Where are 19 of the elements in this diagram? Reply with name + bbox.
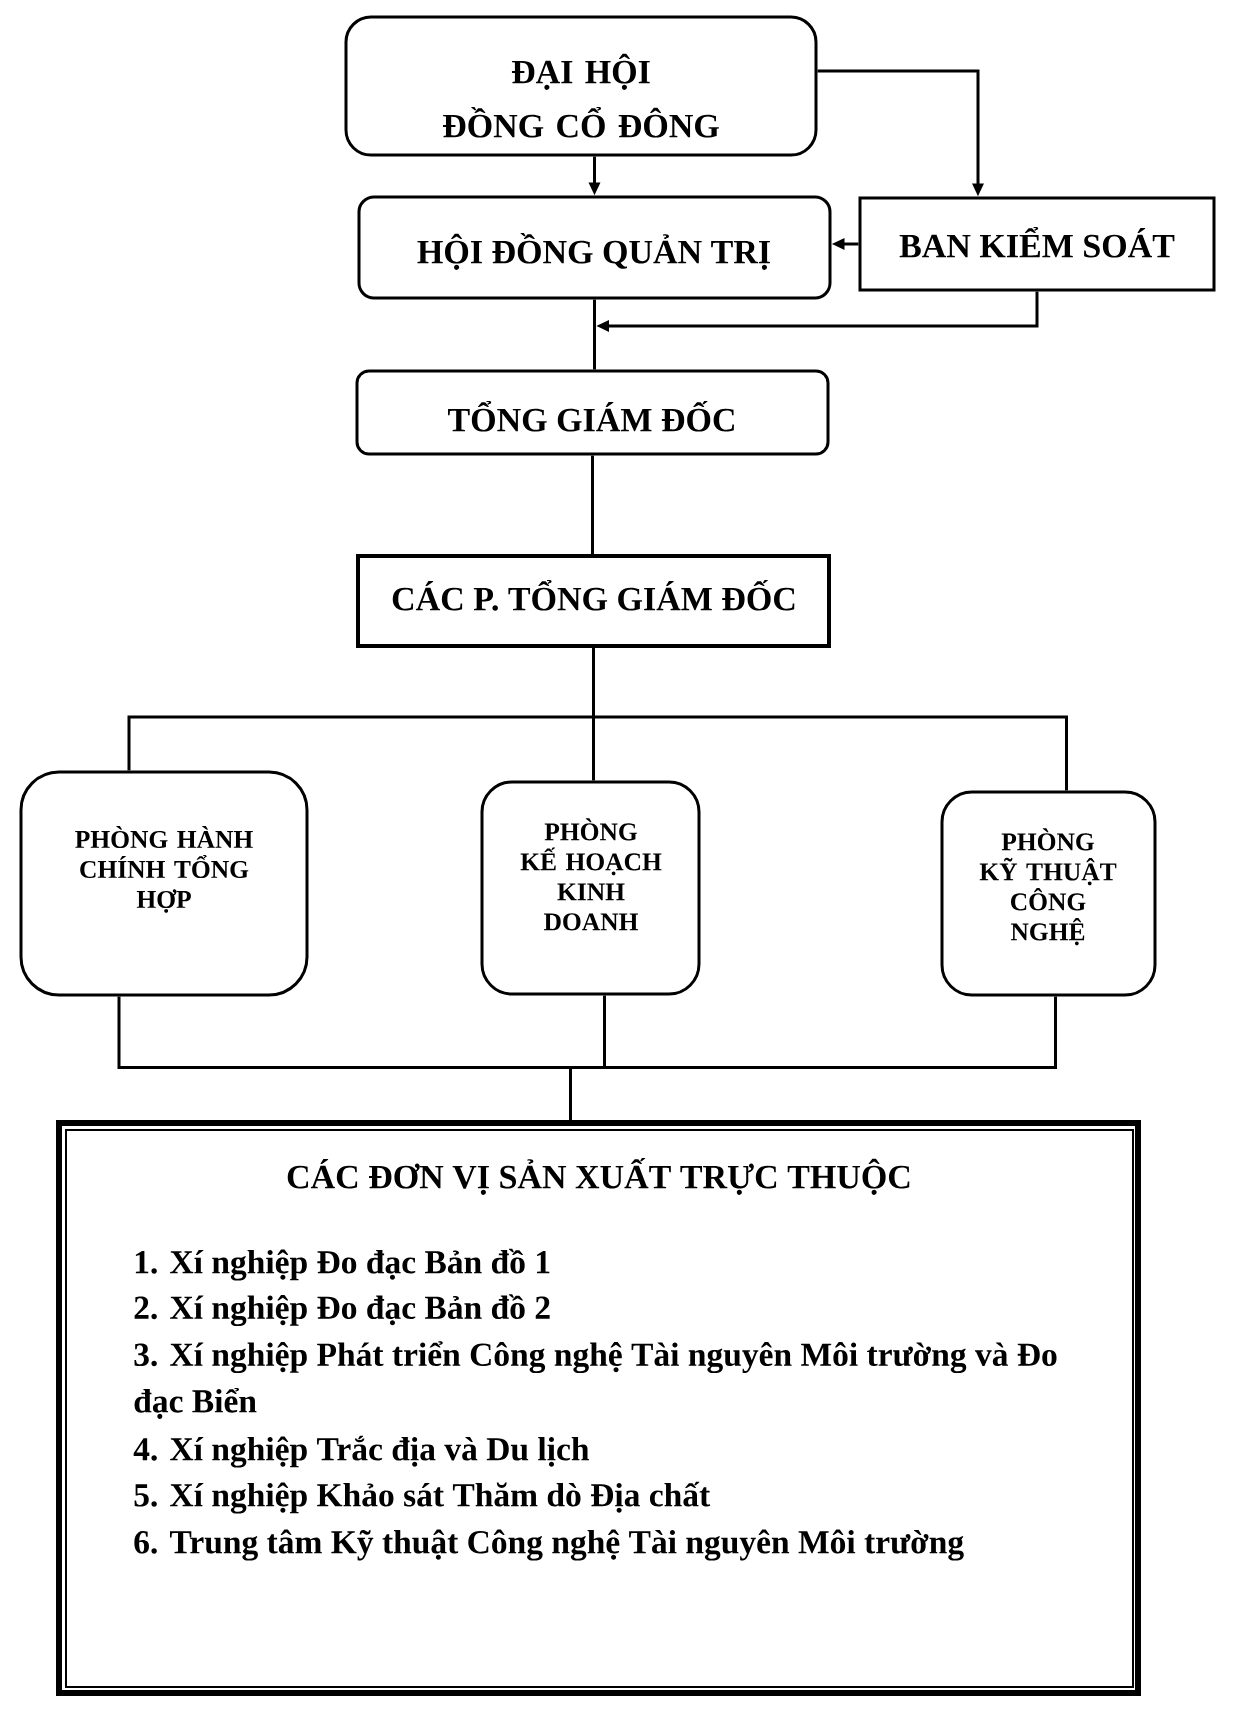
rounded-box: ĐẠI HỘI ĐỒNG CỔ ĐÔNG (344, 15, 818, 157)
rounded-box: TỔNG GIÁM ĐỐC (355, 369, 830, 456)
box-heading: CÁC ĐƠN VỊ SẢN XUẤT TRỰC THUỘC (287, 1157, 910, 1195)
rounded-box: PHÒNG KỸ THUẬT CÔNG NGHỆ (940, 790, 1157, 997)
rectangle-box: CÁC P. TỔNG GIÁM ĐỐC (356, 554, 831, 648)
list-item: 1. Xí nghiệp Đo đạc Bản đồ 1 (135, 1248, 550, 1281)
connector-line (592, 648, 1068, 791)
connector-line (591, 455, 594, 554)
rounded-box: HỘI ĐỒNG QUẢN TRỊ (357, 195, 832, 300)
list-item: 2. Xí nghiệp Đo đạc Bản đồ 2 (134, 1294, 550, 1327)
rectangle-box: BAN KIỂM SOÁT (858, 196, 1216, 292)
rounded-box: PHÒNG HÀNH CHÍNH TỔNG HỢP (19, 770, 309, 997)
list-item: 4. Xí nghiệp Trắc địa và Du lịch (133, 1435, 590, 1468)
list-item: 3. Xí nghiệp Phát triển Công nghệ Tài nguyên Môi trường và Đo đạc Biển (134, 1341, 1057, 1419)
list-item: 6. Trung tâm Kỹ thuật Công nghệ Tài nguyên Môi trường (134, 1529, 964, 1561)
list-item: 5. Xí nghiệp Khảo sát Thăm dò Địa chất (134, 1481, 711, 1514)
framed-box (56, 1120, 1141, 1696)
rounded-box: PHÒNG KẾ HOẠCH KINH DOANH (480, 780, 701, 996)
connector-line (593, 299, 596, 370)
